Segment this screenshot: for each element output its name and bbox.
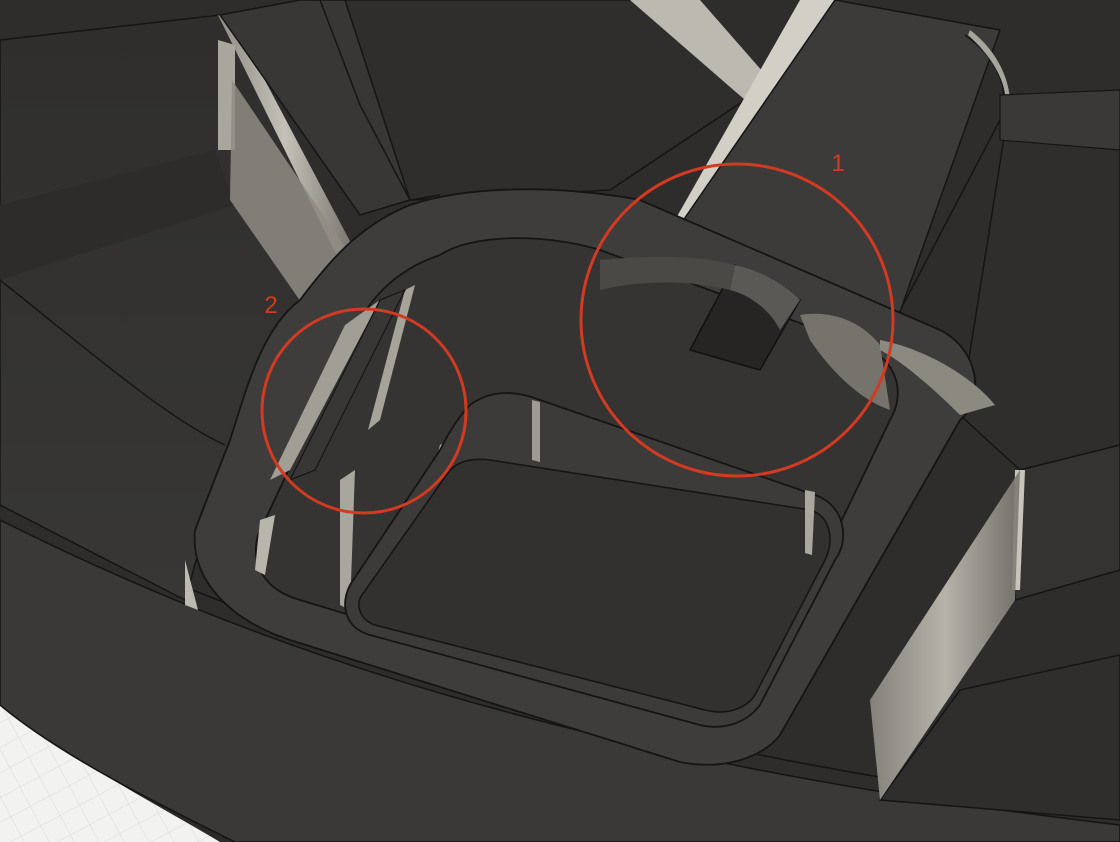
- ground-grid: [0, 700, 220, 842]
- annotation-circle-2[interactable]: [260, 307, 468, 515]
- central-ring: [193, 188, 995, 766]
- annotation-circle-1[interactable]: [579, 162, 895, 478]
- annotation-label-2: 2: [264, 292, 277, 319]
- annotation-label-1: 1: [831, 150, 844, 177]
- lit-walls: [185, 0, 1025, 800]
- annotation-layer: 1 2: [260, 150, 895, 515]
